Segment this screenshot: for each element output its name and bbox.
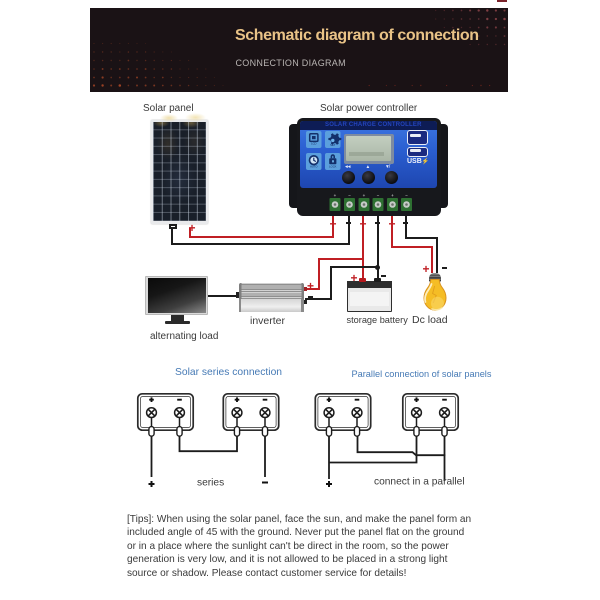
svg-text:+: + xyxy=(362,193,365,198)
svg-text:AUTO: AUTO xyxy=(310,165,317,169)
svg-text:connect in a parallel: connect in a parallel xyxy=(374,477,465,488)
svg-text:−: − xyxy=(348,193,351,198)
svg-text:LCD: LCD xyxy=(311,142,316,146)
svg-text:SET: SET xyxy=(330,143,336,147)
svg-text:−: − xyxy=(405,193,408,198)
svg-text:LOCK: LOCK xyxy=(329,165,337,169)
svg-text:series: series xyxy=(197,478,224,489)
svg-text:+: + xyxy=(333,193,336,198)
svg-text:+: + xyxy=(391,193,394,198)
svg-text:−: − xyxy=(376,193,379,198)
